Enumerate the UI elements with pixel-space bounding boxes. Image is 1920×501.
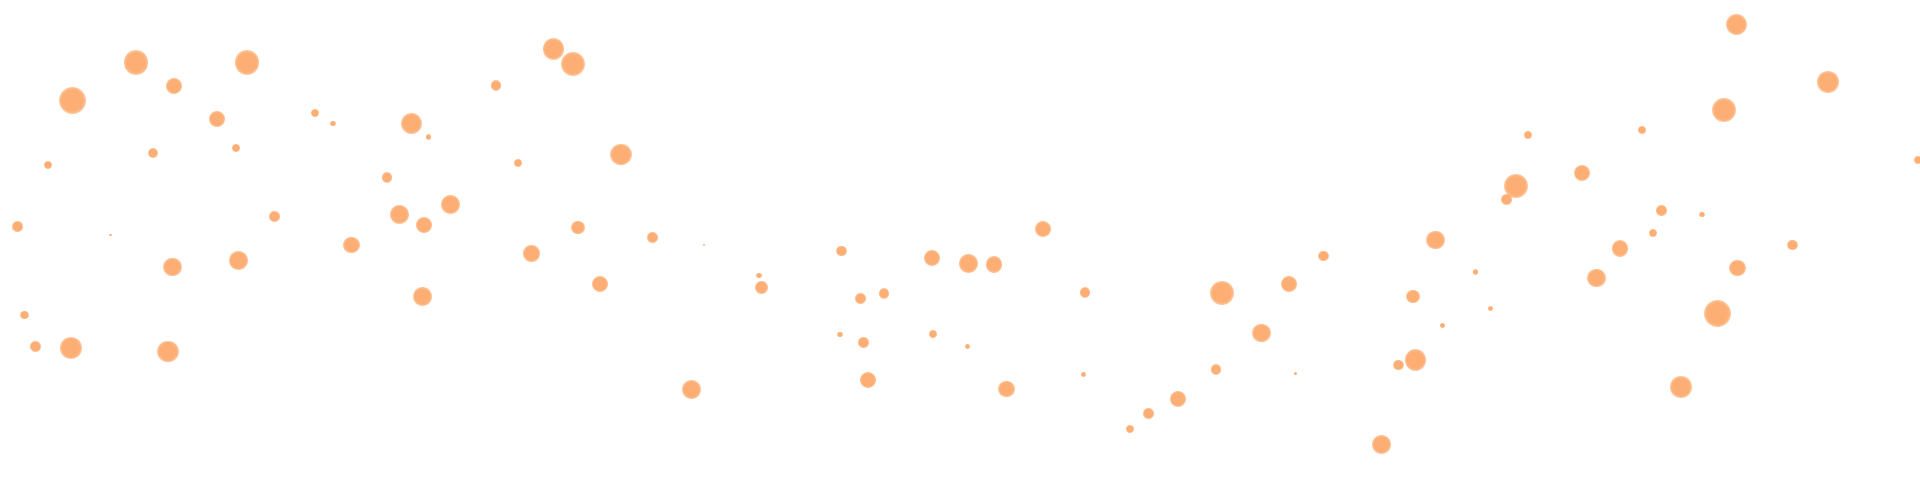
particle [108, 233, 112, 237]
particle [1711, 98, 1737, 123]
particle [1035, 220, 1052, 238]
particle [235, 50, 260, 75]
particle [413, 286, 432, 306]
particle [959, 253, 978, 273]
particle [1787, 239, 1799, 251]
particle [490, 80, 502, 92]
particle [1638, 125, 1647, 134]
particle [857, 337, 869, 349]
particle [389, 204, 409, 224]
particle [1371, 435, 1391, 454]
particle [147, 147, 159, 159]
particle [20, 310, 29, 319]
particle [343, 236, 360, 253]
particle [878, 288, 890, 300]
particle [1670, 376, 1692, 398]
particle [1079, 287, 1091, 299]
particle [542, 38, 565, 60]
particle [1500, 194, 1512, 205]
particle [1281, 276, 1298, 293]
particle [682, 379, 702, 399]
particle [156, 340, 179, 363]
particle [58, 86, 86, 114]
particle [702, 243, 706, 247]
particle [425, 134, 432, 140]
particle [1704, 300, 1732, 327]
particle [754, 281, 769, 295]
particle [165, 77, 182, 94]
particle [1503, 174, 1529, 199]
particle [11, 221, 23, 232]
particle [60, 336, 82, 359]
particle [268, 211, 280, 223]
particle [855, 293, 867, 305]
particle [591, 276, 609, 293]
particle [1210, 364, 1222, 376]
particle [30, 341, 41, 352]
particle [1392, 359, 1404, 371]
particle [1472, 269, 1479, 275]
particle [1080, 372, 1087, 378]
particle [610, 143, 632, 166]
particle [571, 221, 585, 235]
particle [441, 195, 461, 214]
particle [1404, 349, 1427, 371]
particle [860, 371, 877, 388]
particle [1729, 260, 1746, 277]
particle [208, 110, 225, 127]
particle [756, 272, 762, 279]
particle [1587, 268, 1607, 288]
particle [1487, 305, 1493, 312]
particle [560, 51, 586, 76]
particle [1406, 289, 1420, 304]
particle [1725, 13, 1748, 36]
particle [964, 343, 971, 350]
particle [310, 108, 319, 117]
particle [123, 50, 149, 75]
particle [381, 172, 393, 183]
particle [1524, 130, 1533, 139]
particle [986, 256, 1003, 273]
particle [837, 331, 843, 337]
particle [1699, 211, 1705, 217]
particle [163, 257, 183, 277]
particle [229, 251, 249, 271]
particle [1913, 156, 1920, 165]
particle [1143, 408, 1154, 420]
particle [400, 112, 423, 135]
particle [929, 330, 938, 339]
particle [1318, 250, 1330, 262]
particle [1817, 71, 1839, 93]
particle [1209, 280, 1235, 305]
particle [1439, 323, 1446, 329]
particle [923, 250, 940, 267]
particle [835, 245, 847, 257]
particle [523, 245, 540, 262]
particle [647, 232, 659, 243]
particle [1251, 323, 1271, 343]
particle [1649, 228, 1658, 237]
particle [232, 144, 241, 153]
particle [513, 158, 522, 167]
particle [43, 161, 52, 170]
particle [1573, 164, 1591, 181]
particle [1611, 240, 1629, 257]
particle [330, 120, 336, 127]
particle [1425, 230, 1445, 250]
particle [1294, 372, 1297, 375]
particle [1656, 205, 1667, 216]
particle [1126, 424, 1135, 433]
particle [415, 217, 432, 234]
particle [998, 381, 1015, 398]
particle [1169, 391, 1187, 408]
